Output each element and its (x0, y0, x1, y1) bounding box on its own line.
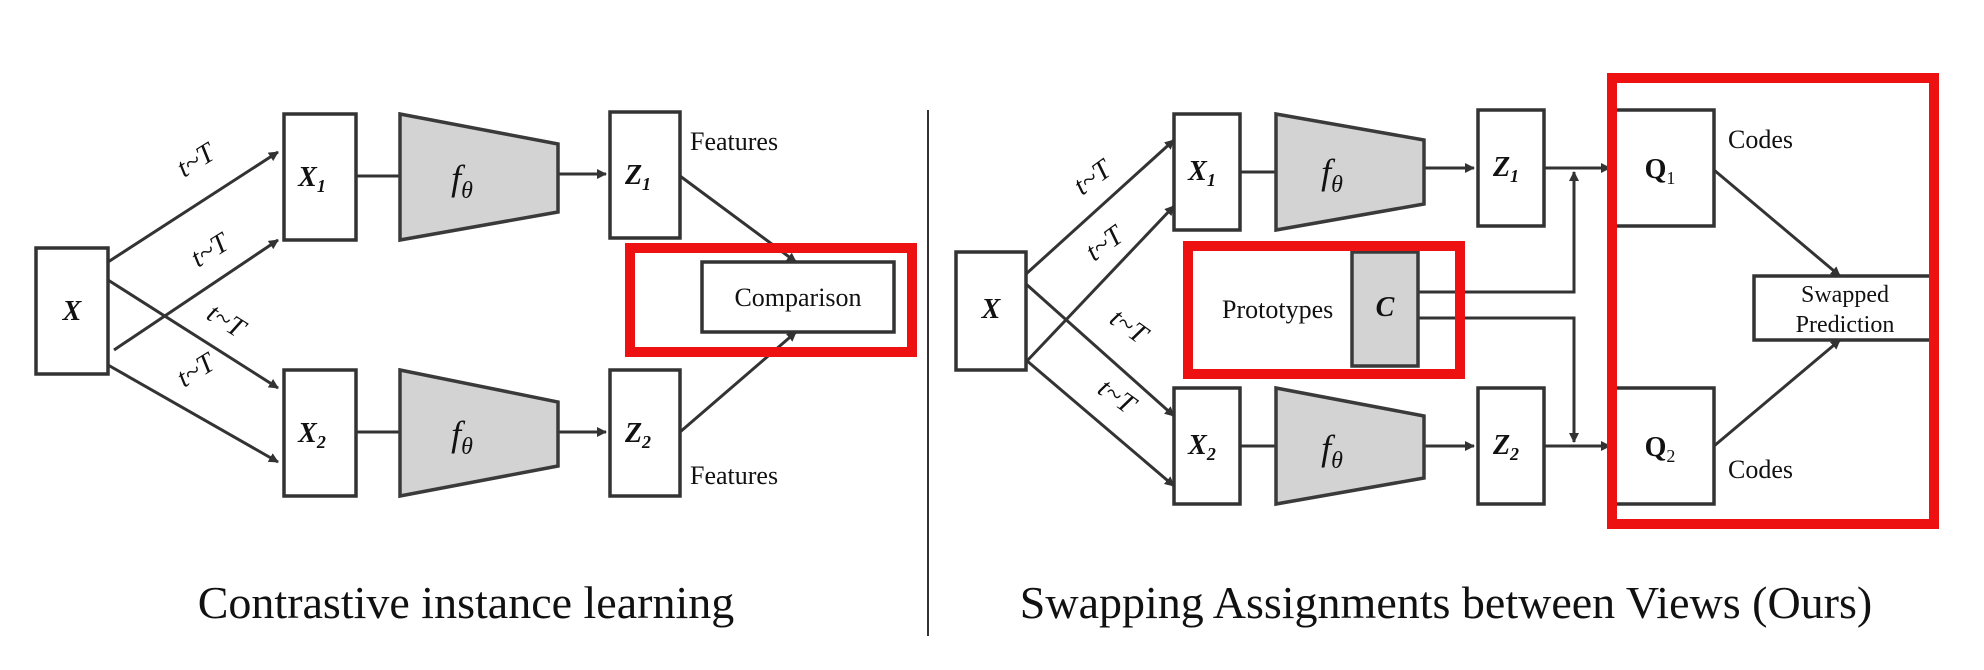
left-encoder-top (398, 111, 560, 243)
right-link-prototypes-up (1418, 171, 1579, 294)
right-q1-subscript: 1 (1666, 168, 1675, 188)
left-arrow-x-to-x2-b (107, 363, 279, 464)
right-z2-box (1476, 386, 1546, 506)
left-comparison-label: Comparison (734, 283, 861, 312)
right-encoder-bottom-subscript: θ (1331, 448, 1343, 474)
right-arrow-x-to-x2-b (1025, 358, 1175, 488)
right-codes-bottom: Codes (1728, 455, 1793, 484)
right-encoder-top-subscript: θ (1331, 172, 1343, 198)
left-transform-label-4: t~T (171, 346, 222, 394)
left-encoder-top-subscript: θ (461, 178, 473, 204)
left-input-label: X (62, 296, 83, 327)
right-view2-subscript: 2 (1206, 444, 1216, 464)
left-z2-box (608, 368, 682, 498)
right-z2-subscript: 2 (1509, 444, 1519, 464)
right-q1-label: Q1 (1645, 154, 1676, 188)
right-z1-box (1476, 108, 1546, 228)
right-arrow-x-to-x1-b (1024, 204, 1176, 364)
right-panel: t~T t~T t~T t~T X X1 X2 fθ fθ Z1 (954, 73, 1939, 628)
right-swapped-box (1752, 274, 1938, 342)
left-z1-box (608, 110, 682, 240)
right-view2-label: X2 (1187, 430, 1216, 464)
right-z1-label: Z1 (1492, 152, 1519, 186)
right-z1-subscript: 1 (1510, 166, 1519, 186)
left-view1-box (282, 112, 358, 242)
right-transform-label-1: t~T (1068, 153, 1119, 202)
left-view2-label: X2 (297, 418, 326, 452)
right-input-label: X (981, 294, 1002, 325)
right-prototypes-label: Prototypes (1222, 295, 1333, 324)
right-codes-highlight (1607, 73, 1939, 529)
right-swapped-line2: Prediction (1796, 312, 1895, 338)
left-arrow-x-to-x1 (107, 150, 279, 264)
left-view2-subscript: 2 (316, 432, 326, 452)
right-view1-label: X1 (1187, 156, 1216, 190)
right-q2-label: Q2 (1645, 432, 1676, 466)
right-transform-label-3: t~T (1104, 303, 1155, 352)
right-view2-box (1172, 386, 1242, 506)
right-q1-box (1612, 108, 1716, 228)
right-prototypes-highlight (1183, 241, 1465, 379)
left-view1-subscript: 1 (317, 176, 326, 196)
left-arrow-x-to-x1-b (113, 238, 279, 352)
left-features-top: Features (690, 127, 778, 156)
left-arrow-x-to-x2 (107, 278, 279, 390)
left-transform-label-1: t~T (171, 136, 222, 184)
left-z1-subscript: 1 (642, 174, 651, 194)
left-transform-label-3: t~T (201, 298, 252, 346)
left-z2-label: Z2 (624, 418, 651, 452)
left-transform-label-2: t~T (185, 226, 236, 274)
left-panel: t~T t~T t~T t~T X X1 X2 fθ fθ Z1 Z2 Feat… (34, 110, 917, 628)
left-comparison-box (700, 260, 896, 334)
right-arrow-q1-swapped (1713, 168, 1841, 278)
left-comparison-highlight (625, 243, 917, 357)
left-view1-label: X1 (297, 162, 326, 196)
left-z1-label: Z1 (624, 160, 651, 194)
right-caption: Swapping Assignments between Views (Ours… (1020, 577, 1872, 628)
right-q2-box (1612, 386, 1716, 506)
left-caption: Contrastive instance learning (198, 577, 735, 628)
left-encoder-bottom (398, 367, 560, 499)
right-link-prototypes-down (1418, 316, 1579, 443)
right-swapped-line1: Swapped (1801, 282, 1889, 308)
right-view1-subscript: 1 (1207, 170, 1216, 190)
left-features-bottom: Features (690, 461, 778, 490)
right-codes-top: Codes (1728, 125, 1793, 154)
right-arrow-q2-swapped (1713, 338, 1841, 448)
right-z2-label: Z2 (1492, 430, 1519, 464)
right-prototypes-value: C (1376, 292, 1395, 323)
left-input-box (34, 246, 110, 376)
right-arrow-x-to-x2 (1025, 282, 1175, 418)
right-view1-box (1172, 112, 1242, 232)
right-q2-subscript: 2 (1666, 446, 1675, 466)
left-encoder-top-label: fθ (451, 158, 473, 204)
left-z2-subscript: 2 (641, 432, 651, 452)
right-encoder-top (1274, 111, 1426, 233)
right-prototypes-box (1350, 250, 1420, 368)
left-view2-box (282, 368, 358, 498)
right-arrow-x-to-x1 (1024, 138, 1176, 276)
left-encoder-bottom-subscript: θ (461, 434, 473, 460)
right-encoder-bottom (1274, 385, 1426, 507)
right-input-box (954, 250, 1028, 372)
